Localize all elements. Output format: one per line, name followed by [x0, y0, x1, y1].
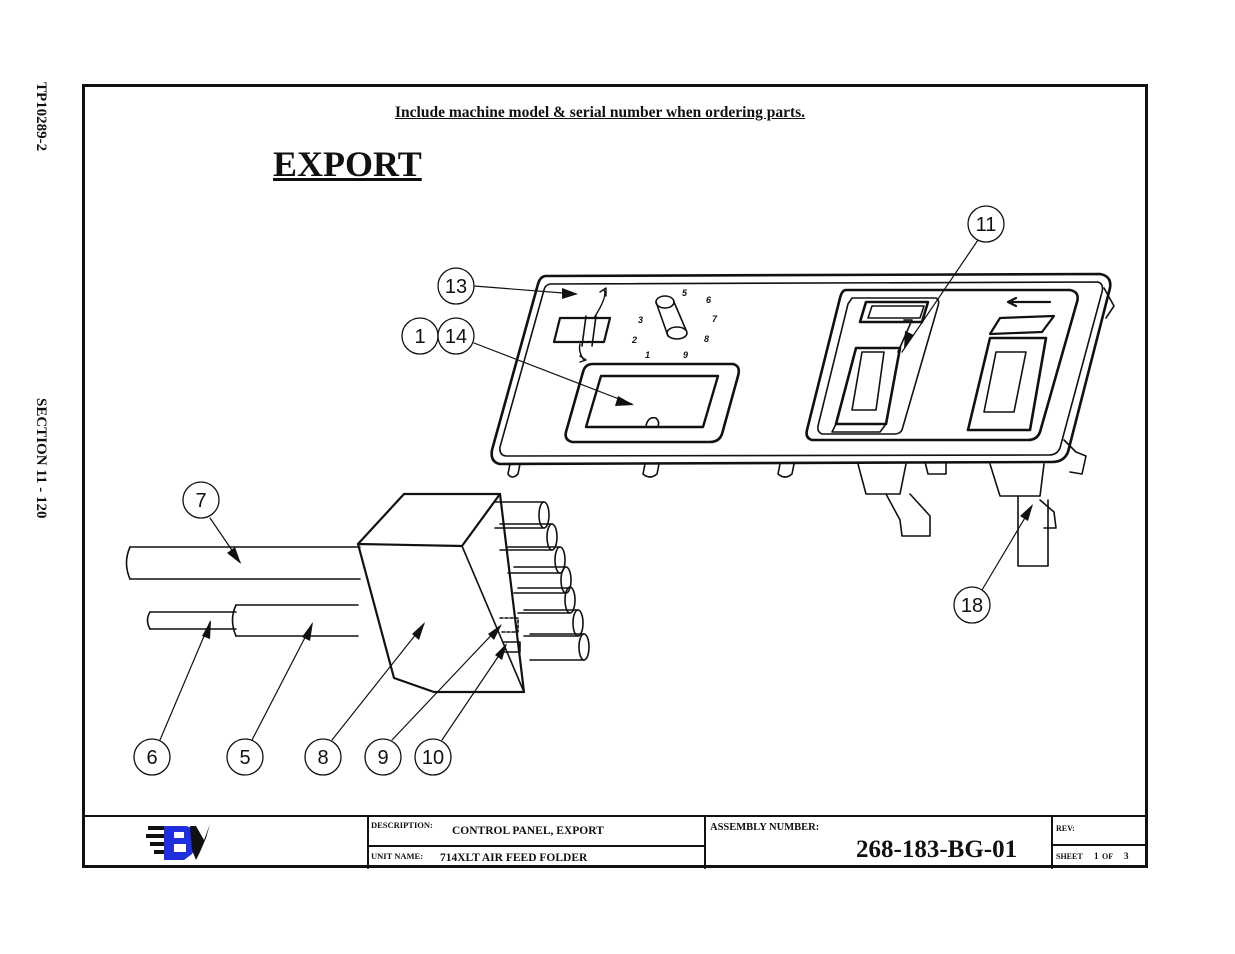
- description-label: DESCRIPTION:: [371, 820, 433, 830]
- rev-label: REV:: [1056, 824, 1075, 833]
- drawing-code: TP10289-2: [33, 82, 49, 152]
- callout-8-circle: [304, 738, 342, 776]
- dial-number-6: 6: [706, 295, 712, 305]
- leader-lines: [159, 239, 1033, 741]
- dial-number-9: 9: [683, 350, 688, 360]
- company-logo: [146, 824, 210, 860]
- callout-10-circle: [414, 738, 452, 776]
- control-panel-drawing: [490, 272, 1115, 567]
- sheet-label: SHEET: [1056, 852, 1083, 861]
- sheet-number: 1: [1094, 851, 1099, 861]
- dial-number-8: 8: [704, 334, 709, 344]
- callout-1: 1: [414, 326, 425, 348]
- callout-6-circle: [133, 738, 171, 776]
- callout-8: 8: [317, 747, 328, 769]
- callout-11-circle: [967, 205, 1005, 243]
- dial-number-7: 7: [712, 314, 718, 324]
- cable-connector-drawing: [125, 492, 590, 694]
- callout-9: 9: [377, 747, 388, 769]
- callout-18: 18: [961, 595, 983, 617]
- callout-5: 5: [239, 747, 250, 769]
- dial-number-2: 2: [631, 335, 637, 345]
- callout-9-circle: [364, 738, 402, 776]
- assembly-number: 268-183-BG-01: [856, 836, 1018, 863]
- callout-10: 10: [422, 747, 444, 769]
- dial-number-5: 5: [682, 288, 688, 298]
- callout-6: 6: [146, 747, 157, 769]
- callout-13-circle: [437, 267, 475, 305]
- leader-arrowheads: [202, 288, 1033, 660]
- callout-7: 7: [195, 490, 206, 512]
- unit-name-value: 714XLT AIR FEED FOLDER: [440, 852, 588, 864]
- drawing-frame: [82, 84, 1148, 868]
- dial-number-1: 1: [645, 350, 650, 360]
- section-label: SECTION 11 - 120: [33, 398, 49, 519]
- callout-13: 13: [445, 276, 467, 298]
- description-value: CONTROL PANEL, EXPORT: [452, 825, 604, 837]
- dial-number-3: 3: [638, 315, 643, 325]
- callout-7-circle: [182, 481, 220, 519]
- callout-11: 11: [976, 214, 997, 236]
- callout-18-circle: [953, 586, 991, 624]
- unit-name-label: UNIT NAME:: [371, 851, 424, 861]
- ordering-note: Include machine model & serial number wh…: [395, 104, 806, 121]
- callout-14: 14: [445, 326, 467, 348]
- title-block-lines: [84, 815, 1147, 869]
- sheet-of-label: OF: [1102, 852, 1114, 861]
- sheet-total: 3: [1124, 851, 1129, 861]
- callout-5-circle: [226, 738, 264, 776]
- callout-14-circle: [437, 317, 475, 355]
- assembly-number-label: ASSEMBLY NUMBER:: [710, 822, 820, 833]
- drawing-title: EXPORT: [273, 144, 422, 184]
